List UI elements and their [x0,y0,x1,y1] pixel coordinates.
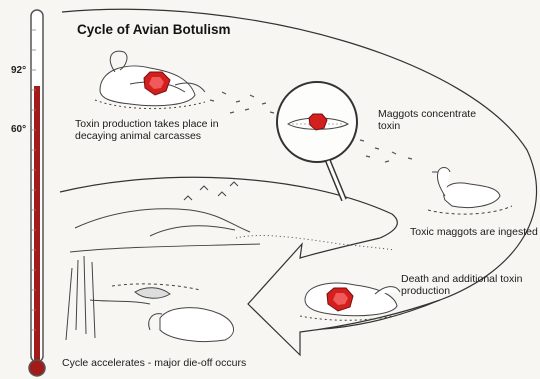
magnifying-glass-icon [277,82,357,200]
step-death-toxin: Death and additional toxin production [401,273,529,297]
diagram-title: Cycle of Avian Botulism [77,22,231,37]
step-cycle-accelerates: Cycle accelerates - major die-off occurs [62,357,302,369]
maggot-trail-top [210,92,274,113]
maggot-trail-right [360,140,412,162]
swimming-duck-icon [428,168,512,215]
thermometer [29,10,45,376]
thermometer-tick-92: 92° [11,65,26,76]
step-toxin-production: Toxin production takes place in decaying… [75,118,250,142]
thermometer-tick-60: 60° [11,124,26,135]
step-maggots-ingested: Toxic maggots are ingested [410,226,538,238]
step-maggots-concentrate: Maggots concentrate toxin [378,108,488,132]
